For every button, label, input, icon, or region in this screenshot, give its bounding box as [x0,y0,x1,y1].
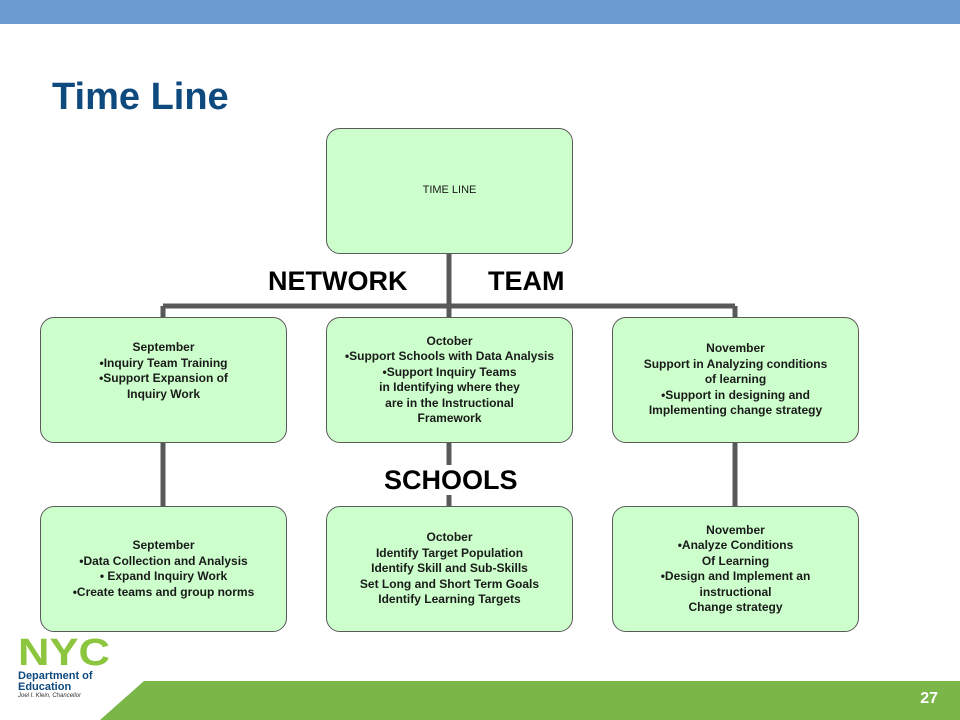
box-line: •Create teams and group norms [72,584,255,599]
box-line: •Inquiry Team Training [99,355,228,370]
box-line: Identify Learning Targets [378,592,521,607]
box-line: Inquiry Work [126,386,201,401]
network-box-november: November Support in Analyzing conditions… [612,317,859,443]
box-line: •Support Inquiry Teams [382,364,517,379]
top-accent-bar [0,0,960,24]
chancellor-line: Joel I. Klein, Chancellor [18,693,82,699]
nyc-logo-mark: NYC [18,634,110,668]
box-line: Set Long and Short Term Goals [359,576,540,591]
timeline-root-box: TIME LINE [326,128,573,254]
schools-label: SCHOOLS [380,465,522,495]
box-line: instructional [699,584,772,599]
box-line: Support in Analyzing conditions [643,356,828,371]
box-line: September [132,538,195,552]
box-line: • Expand Inquiry Work [99,569,228,583]
box-line: November [706,522,765,537]
team-label: TEAM [484,266,569,296]
network-box-september: September •Inquiry Team Training •Suppor… [40,317,287,443]
box-line: •Support Expansion of [99,371,228,385]
slide-title: Time Line [52,76,229,118]
network-label: NETWORK [264,266,412,296]
box-line: •Data Collection and Analysis [79,553,248,568]
network-box-october: October •Support Schools with Data Analy… [326,317,573,443]
page-number: 27 [920,690,938,707]
nyc-doe-logo: NYC Department of Education Joel I. Klei… [18,634,118,718]
school-box-september: September •Data Collection and Analysis … [40,506,287,632]
school-box-november: November •Analyze Conditions Of Learning… [612,506,859,632]
department-line1: Department of [18,670,93,682]
box-line: •Support in designing and [661,387,810,402]
footer-bar [100,681,960,720]
box-line: Implementing change strategy [648,403,823,418]
root-line: TIME LINE [422,184,477,197]
box-line: •Support Schools with Data Analysis [344,349,555,363]
box-line: Identify Skill and Sub-Skills [371,561,528,576]
box-line: •Design and Implement an [660,569,811,583]
box-line: October [426,530,473,545]
box-line: November [706,341,765,356]
box-line: September [132,340,195,354]
box-line: Identify Target Population [375,545,524,560]
svg-text:NYC: NYC [18,634,110,668]
box-line: •Analyze Conditions [677,538,794,552]
box-line: October [426,333,473,348]
box-line: Of Learning [701,553,770,568]
department-line2: Education [18,681,72,693]
box-line: of learning [704,372,767,387]
box-line: Framework [417,411,482,425]
box-line: Change strategy [688,600,783,614]
box-line: are in the Instructional [385,395,514,410]
box-line: in Identifying where they [379,380,520,394]
school-box-october: October Identify Target Population Ident… [326,506,573,632]
